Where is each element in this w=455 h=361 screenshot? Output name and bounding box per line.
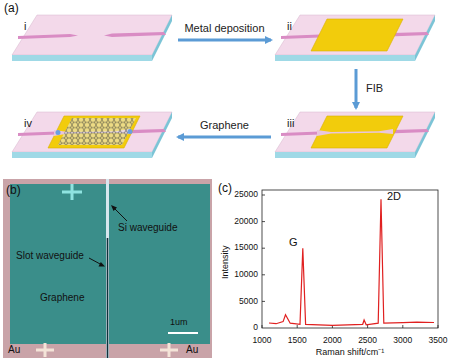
chip-side <box>152 112 172 158</box>
tick-label: 2000 <box>323 336 342 346</box>
alignment-mark <box>36 343 54 357</box>
panel-letter: (b) <box>6 184 21 198</box>
plot-frame <box>262 190 438 328</box>
part-name: Slot waveguide <box>16 250 84 262</box>
step-number: iii <box>285 116 296 130</box>
process-arrow <box>355 69 358 108</box>
chip-side <box>12 55 152 61</box>
step-number: ii <box>285 19 294 33</box>
part-name: Si waveguide <box>118 222 177 234</box>
axis-title: Intensity <box>220 245 230 279</box>
gold-film <box>311 19 403 51</box>
leader-head <box>99 262 106 267</box>
si-waveguide <box>106 179 109 358</box>
leader-head <box>111 205 117 211</box>
panel-letter: (a) <box>4 2 19 16</box>
waveguide <box>18 34 78 39</box>
part-name: Au <box>8 344 20 356</box>
slot <box>317 129 393 136</box>
chip-side <box>275 55 415 61</box>
process-panel: iv <box>12 112 174 162</box>
alignment-mark <box>160 343 178 357</box>
chip-top <box>275 112 435 152</box>
tick-label: 2500 <box>358 336 377 346</box>
process-panel: iii <box>275 112 437 162</box>
axis-ticks <box>262 195 438 328</box>
chip-schematic <box>275 112 435 158</box>
tick-label: 25000 <box>234 190 258 200</box>
waveguide <box>104 32 166 37</box>
step-label: Graphene <box>198 119 251 132</box>
raman-spectrum <box>269 199 434 325</box>
graphene-sheet <box>58 118 136 145</box>
chip-top <box>275 15 435 55</box>
part-name: Au <box>186 344 198 356</box>
process-panel: i <box>12 15 174 65</box>
alignment-mark <box>62 184 82 200</box>
process-panel: ii <box>275 15 437 65</box>
chip-side <box>415 112 435 158</box>
tick-label: 3500 <box>429 336 448 346</box>
scale-label: 1um <box>170 317 188 327</box>
gold-film <box>48 116 140 148</box>
chip-schematic <box>275 15 435 61</box>
chip-side <box>12 152 152 158</box>
step-label: Metal deposition <box>182 22 266 35</box>
peak-label: G <box>289 236 298 249</box>
step-number: iv <box>22 116 34 130</box>
chip-top <box>12 15 172 55</box>
panel-letter: (c) <box>218 182 232 196</box>
tick-label: 15000 <box>234 243 258 253</box>
tick-label: 3000 <box>393 336 412 346</box>
process-arrow <box>178 39 271 42</box>
step-number: i <box>22 19 28 33</box>
tick-label: 10000 <box>234 270 258 280</box>
chip-schematic <box>12 15 172 61</box>
scale-bar <box>168 332 198 334</box>
part-name: Graphene <box>40 292 84 304</box>
graphene-region <box>10 184 210 344</box>
graphene-sheet <box>58 118 136 145</box>
tick-label: 5000 <box>239 297 258 307</box>
sem-background <box>3 179 212 358</box>
chip-schematic <box>12 112 172 158</box>
step-label: FIB <box>364 82 385 95</box>
axis-title: Raman shift/cm⁻¹ <box>316 347 385 357</box>
gold-film <box>311 116 403 148</box>
chip-side <box>415 15 435 61</box>
peak-label: 2D <box>387 190 401 203</box>
light-spot <box>56 130 61 135</box>
chip-side <box>275 152 415 158</box>
light-spot <box>128 129 133 134</box>
slot-line <box>107 238 109 358</box>
tick-label: 0 <box>253 323 258 333</box>
chip-side <box>152 15 172 61</box>
process-arrow <box>178 136 271 139</box>
chip-top <box>12 112 172 152</box>
tick-label: 1000 <box>253 336 272 346</box>
tick-label: 20000 <box>234 217 258 227</box>
tick-label: 1500 <box>288 336 307 346</box>
